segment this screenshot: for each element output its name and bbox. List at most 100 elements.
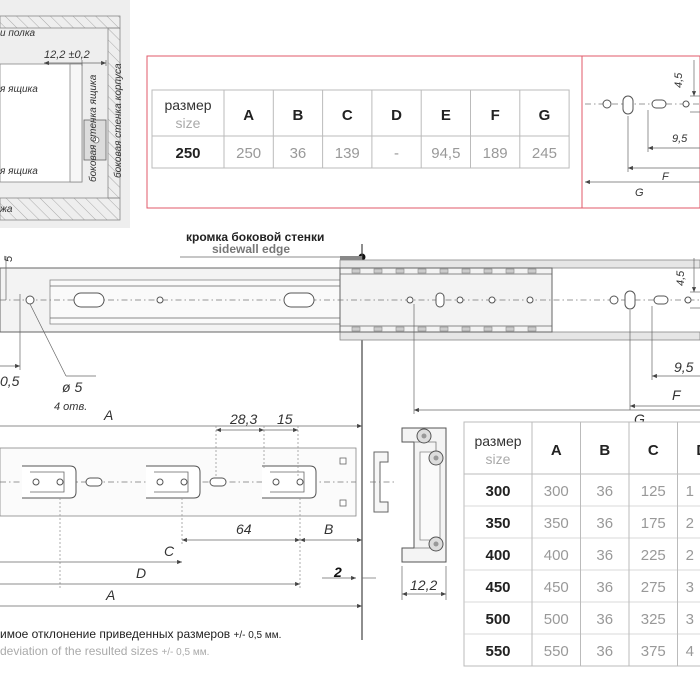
main-table-cell-450-D: 3: [686, 579, 694, 596]
side-left-top-fragment: 5: [3, 255, 15, 262]
ridge-bottom: [483, 326, 493, 332]
main-table-cell-300-D: 1: [686, 483, 694, 500]
side-dim-a: A: [103, 407, 113, 423]
sidewall-label-en: sidewall edge: [212, 242, 290, 256]
sidewall-label-ru: кромка боковой стенки: [186, 230, 324, 244]
ridge-top: [483, 268, 493, 274]
ridge-bottom: [461, 326, 471, 332]
top-table-col-G: G: [539, 107, 551, 124]
main-table-size-400: 400: [485, 547, 510, 564]
bottom-dim-28: 28,3: [229, 411, 257, 427]
ridge-top: [461, 268, 471, 274]
ridge-top: [439, 268, 449, 274]
ridge-bottom: [505, 326, 515, 332]
svg-text:deviation of the resulted size: deviation of the resulted sizes +/- 0,5 …: [0, 644, 209, 658]
bracket-1: [22, 465, 77, 499]
top-table-col-E: E: [441, 107, 451, 124]
hole-count: 4 отв.: [54, 401, 87, 413]
main-table-cell-450-A: 450: [544, 579, 569, 596]
top-table-col-C: C: [342, 107, 353, 124]
gap-label: 2: [333, 564, 342, 580]
main-table-cell-400-A: 400: [544, 547, 569, 564]
top-table-value-G: 245: [532, 145, 557, 162]
main-table-cell-350-A: 350: [544, 515, 569, 532]
main-table-header-en: size: [486, 451, 511, 467]
top-table-frame: [151, 89, 570, 169]
main-table-cell-500-B: 36: [596, 611, 613, 628]
slide-side-view: 5 0,5 ø 5 4 отв. A 4,5 9,5 F G: [0, 255, 700, 429]
main-table-cell-350-C: 175: [641, 515, 666, 532]
svg-text:имое отклонение приведенных ра: имое отклонение приведенных размеров +/-…: [0, 627, 281, 641]
bottom-dim-64: 64: [236, 521, 252, 537]
top-dim-h: 9,5: [672, 133, 688, 145]
top-table-value-C: 139: [335, 145, 360, 162]
top-table-value-B: 36: [290, 145, 307, 162]
top-label-g: G: [635, 187, 644, 199]
tolerance-note: имое отклонение приведенных размеров +/-…: [0, 627, 281, 658]
bracket-3: [262, 465, 317, 499]
profile-width: 12,2: [410, 577, 437, 593]
tolerance-en: deviation of the resulted sizes: [0, 644, 161, 658]
top-table-size-250: 250: [175, 145, 200, 162]
ridge-top: [417, 268, 427, 274]
slide-bottom-view: 28,3 15 64 B C D A 2: [0, 411, 396, 609]
main-table-cell-450-B: 36: [596, 579, 613, 596]
ridge-bottom: [439, 326, 449, 332]
top-label-f: F: [662, 171, 670, 183]
bottom-label-b: B: [324, 521, 333, 537]
side-left-dim-fragment: 0,5: [0, 373, 20, 389]
shelf-label: и полка: [0, 28, 36, 39]
bottom-label-c: C: [164, 543, 175, 559]
main-table-size-350: 350: [485, 515, 510, 532]
main-table-cell-500-D: 3: [686, 611, 694, 628]
tolerance-ru-value: +/- 0,5 мм.: [233, 630, 281, 641]
ridge-top: [373, 268, 383, 274]
main-table-cell-300-A: 300: [544, 483, 569, 500]
cabinet-dim-label: 12,2 ±0,2: [44, 49, 90, 61]
main-table-size-450: 450: [485, 579, 510, 596]
main-table-cell-550-C: 375: [641, 643, 666, 660]
tolerance-ru: имое отклонение приведенных размеров: [0, 627, 233, 641]
drawer-wall-label: боковая стенка ящика: [87, 74, 99, 182]
bottom-label-a: A: [105, 587, 115, 603]
bottom-label: жа: [0, 204, 13, 215]
bracket-2: [146, 465, 201, 499]
main-table-frame: [463, 421, 700, 667]
main-table-col-C: C: [648, 442, 659, 459]
ridge-bottom: [417, 326, 427, 332]
main-table-cell-300-B: 36: [596, 483, 613, 500]
drawer-bottom-label: я ящика: [0, 166, 38, 177]
tolerance-en-value: +/- 0,5 мм.: [161, 647, 209, 658]
ridge-top: [505, 268, 515, 274]
bottom-dim-15: 15: [277, 411, 293, 427]
ridge-bottom: [395, 326, 405, 332]
side-label-g: G: [634, 411, 645, 427]
main-table-header-ru: размер: [474, 433, 521, 449]
main-table-cell-400-B: 36: [596, 547, 613, 564]
main-table-size-500: 500: [485, 611, 510, 628]
bottom-label-d: D: [136, 565, 146, 581]
main-size-table: размерsizeABCD30030036125135035036175240…: [463, 421, 700, 667]
top-table-header-ru: размер: [164, 97, 211, 113]
main-table-cell-550-B: 36: [596, 643, 613, 660]
side-label-f: F: [672, 387, 682, 403]
ridge-bottom: [373, 326, 383, 332]
main-table-cell-350-D: 2: [686, 515, 694, 532]
main-table-cell-550-A: 550: [544, 643, 569, 660]
ridge-top: [351, 268, 361, 274]
main-table-cell-500-C: 325: [641, 611, 666, 628]
top-table-col-A: A: [243, 107, 254, 124]
main-table-col-B: B: [599, 442, 610, 459]
top-table-header-en: size: [176, 115, 201, 131]
ridge-bottom: [527, 326, 537, 332]
main-table-cell-450-C: 275: [641, 579, 666, 596]
cabinet-wall-label: боковая стенка корпуса: [112, 63, 124, 178]
main-table-cell-400-D: 2: [686, 547, 694, 564]
top-table-col-F: F: [491, 107, 500, 124]
side-dim-v: 4,5: [675, 270, 687, 286]
ridge-top: [527, 268, 537, 274]
top-table-col-B: B: [293, 107, 304, 124]
top-table-value-F: 189: [483, 145, 508, 162]
main-table-col-A: A: [551, 442, 562, 459]
